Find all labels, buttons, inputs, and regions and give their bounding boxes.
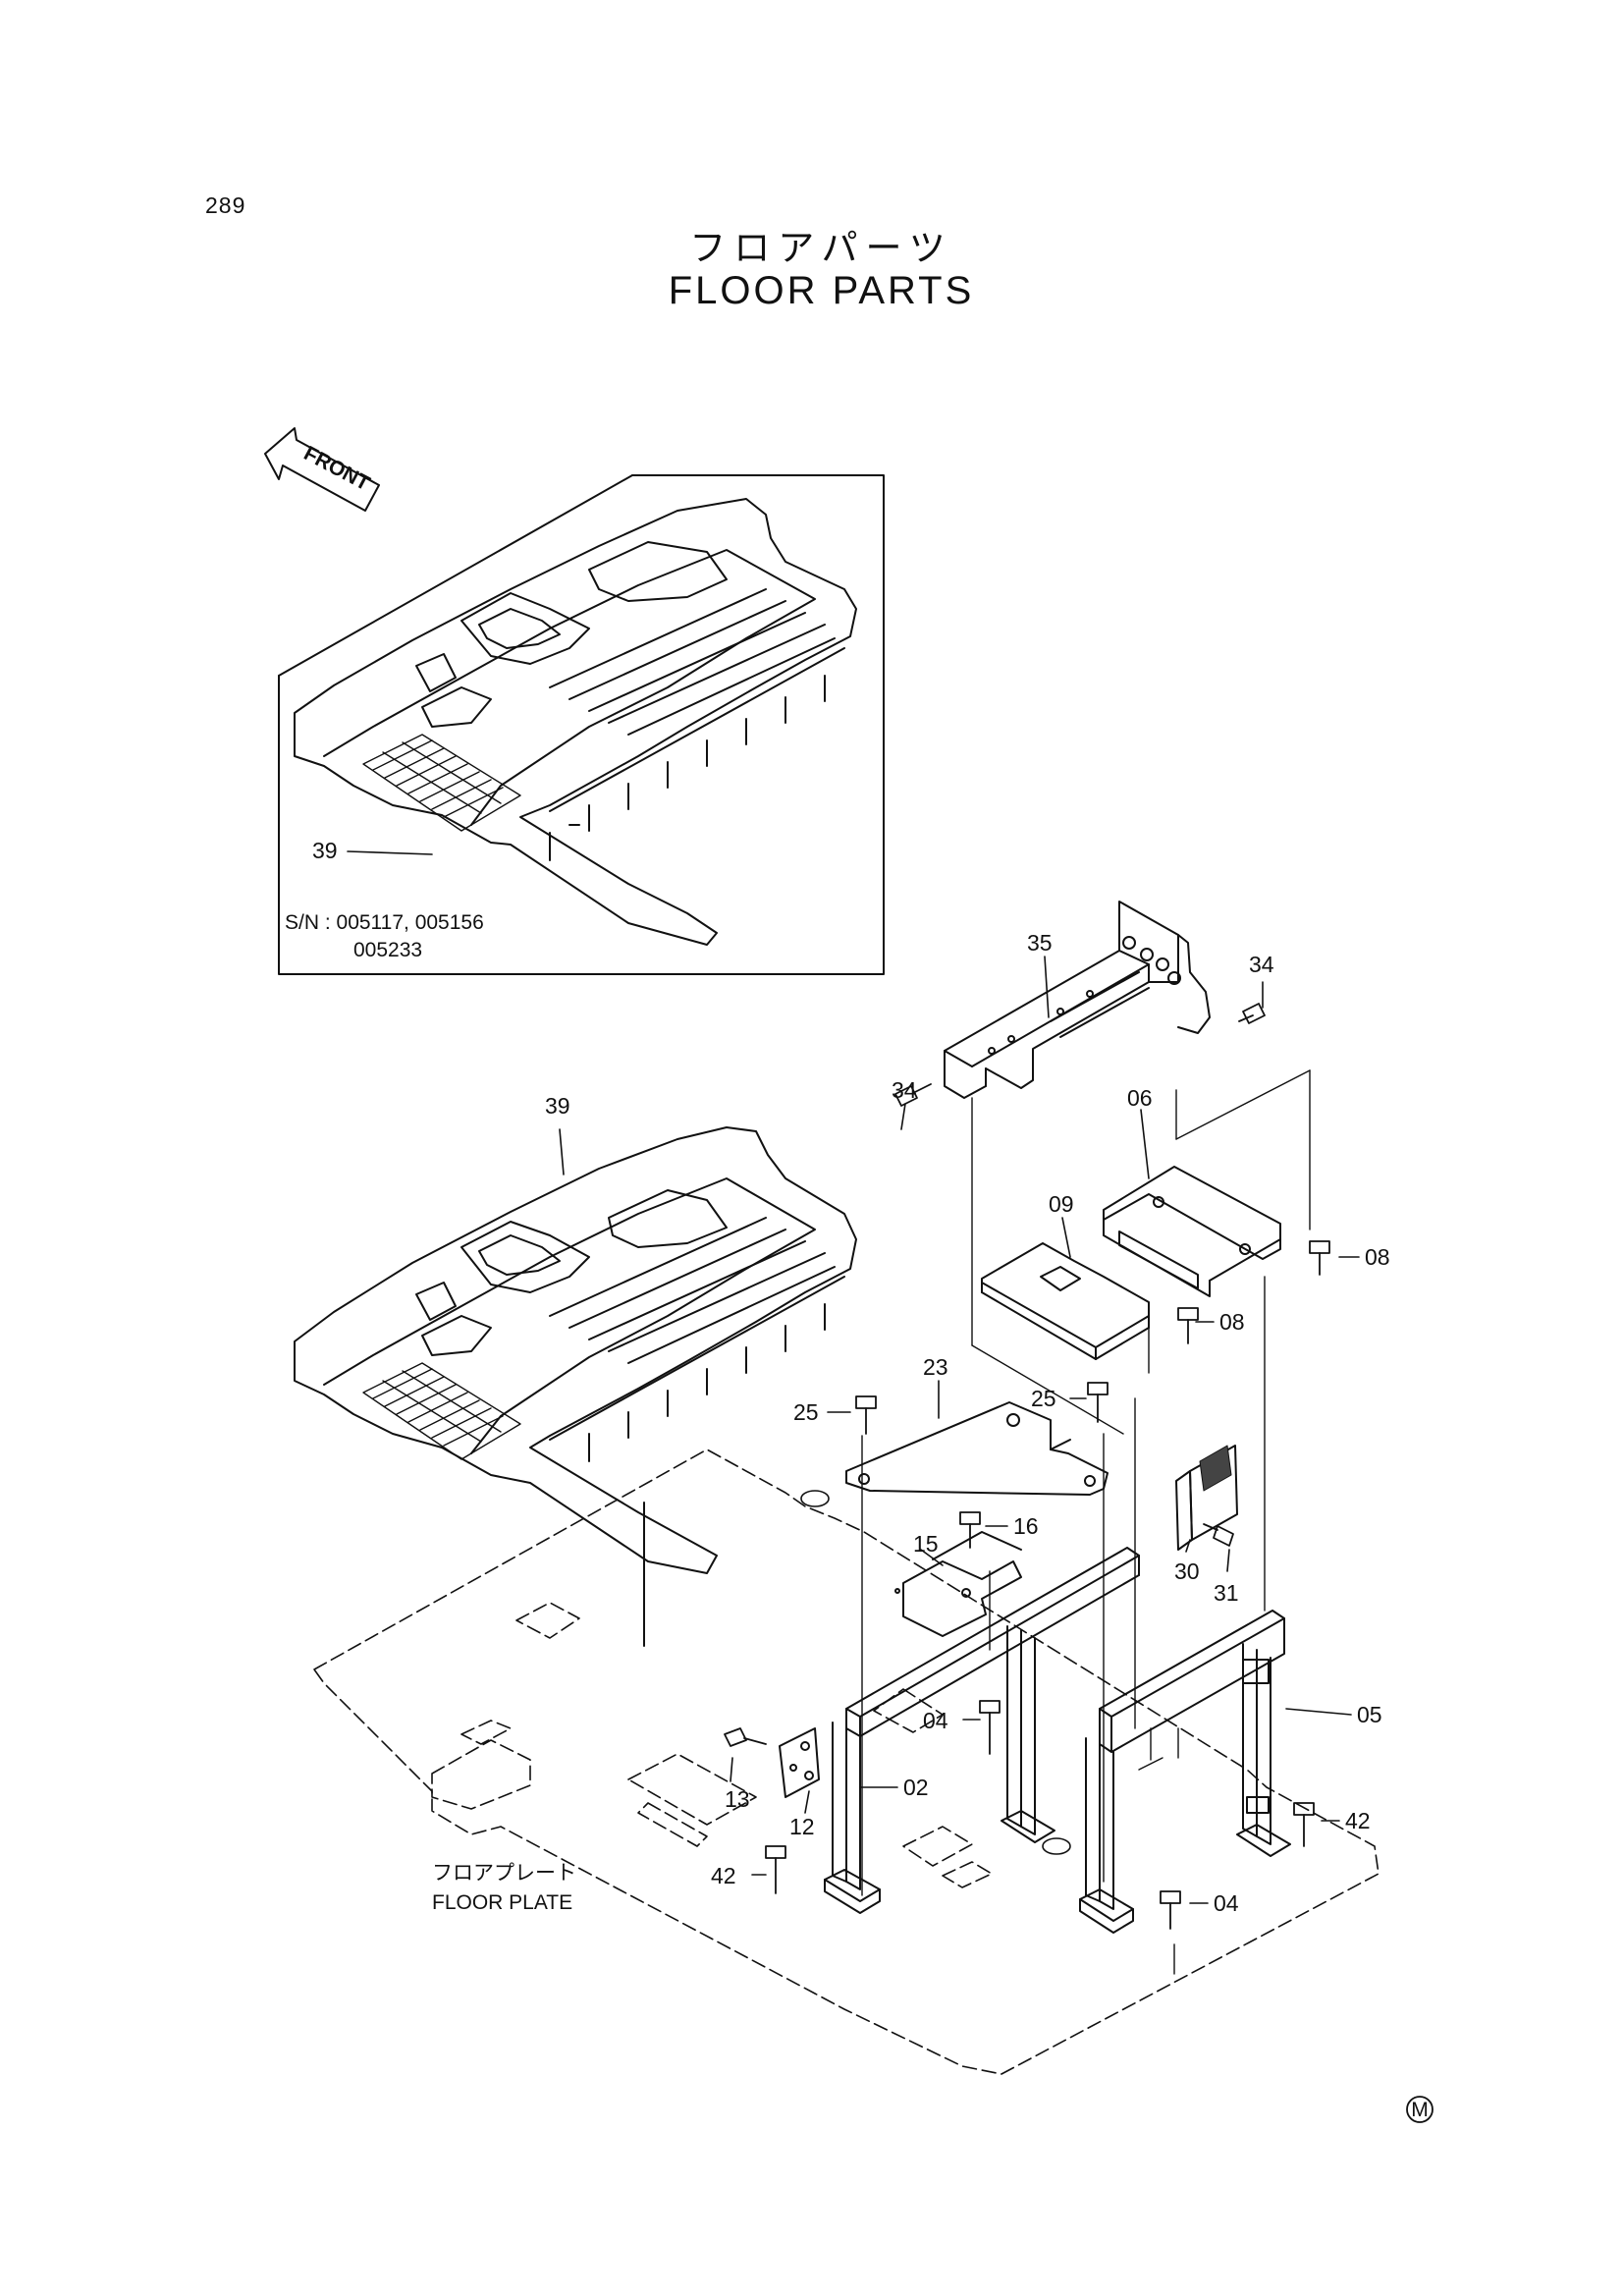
callout-34-right: 34 xyxy=(1249,952,1274,977)
inset-serial-numbers: S/N : 005117, 005156 xyxy=(285,911,484,934)
inset-floor-mat xyxy=(294,498,857,946)
callout-25-left: 25 xyxy=(793,1399,819,1425)
callout-04-mid: 04 xyxy=(923,1708,948,1733)
bracket-06 xyxy=(1103,1166,1281,1297)
bracket-15 xyxy=(902,1531,1022,1637)
page-number: 289 xyxy=(205,192,246,218)
page-title: FLOOR PARTS xyxy=(668,269,975,312)
callout-35: 35 xyxy=(1027,930,1053,956)
callout-04-bottom: 04 xyxy=(1214,1890,1239,1916)
floor-plate-label-japanese: フロアプレート xyxy=(432,1861,576,1885)
page-title-japanese: フロアパーツ xyxy=(689,227,953,269)
callout-main-39: 39 xyxy=(545,1093,570,1119)
callout-25-right: 25 xyxy=(1031,1386,1056,1411)
front-arrow-icon xyxy=(264,427,380,512)
callout-inset-39: 39 xyxy=(312,838,338,863)
bracket-35 xyxy=(944,901,1211,1099)
floor-plate xyxy=(313,1449,1380,2075)
assembly-lines xyxy=(861,1069,1311,1975)
callout-34-left: 34 xyxy=(892,1077,917,1103)
callout-02: 02 xyxy=(903,1775,929,1800)
callout-13: 13 xyxy=(725,1786,750,1812)
floor-plate-label: FLOOR PLATE xyxy=(432,1891,572,1914)
callout-16: 16 xyxy=(1013,1513,1039,1539)
bracket-23 xyxy=(845,1401,1109,1496)
callout-31: 31 xyxy=(1214,1580,1239,1606)
support-frame xyxy=(779,1547,1291,1934)
pad-30 xyxy=(1175,1445,1238,1551)
callout-12: 12 xyxy=(789,1814,815,1839)
callout-42-left: 42 xyxy=(711,1863,736,1888)
callout-06: 06 xyxy=(1127,1085,1153,1111)
leader-lines xyxy=(347,850,1360,1904)
callout-23: 23 xyxy=(923,1354,948,1380)
inset-serial-numbers-cont: 005233 xyxy=(353,939,422,961)
callout-15: 15 xyxy=(913,1531,939,1557)
bolt-icon xyxy=(724,1003,1330,1930)
main-floor-mat xyxy=(294,1126,857,1647)
callout-42-right: 42 xyxy=(1345,1808,1371,1833)
callout-08-mid: 08 xyxy=(1219,1309,1245,1335)
callout-08-right: 08 xyxy=(1365,1244,1390,1270)
bracket-09 xyxy=(981,1242,1150,1360)
callout-30: 30 xyxy=(1174,1558,1200,1584)
circled-m-mark: M xyxy=(1406,2096,1434,2123)
inset-box xyxy=(278,474,885,975)
svg-text:M: M xyxy=(1411,2099,1429,2121)
callout-05: 05 xyxy=(1357,1702,1382,1727)
callout-09: 09 xyxy=(1049,1191,1074,1217)
